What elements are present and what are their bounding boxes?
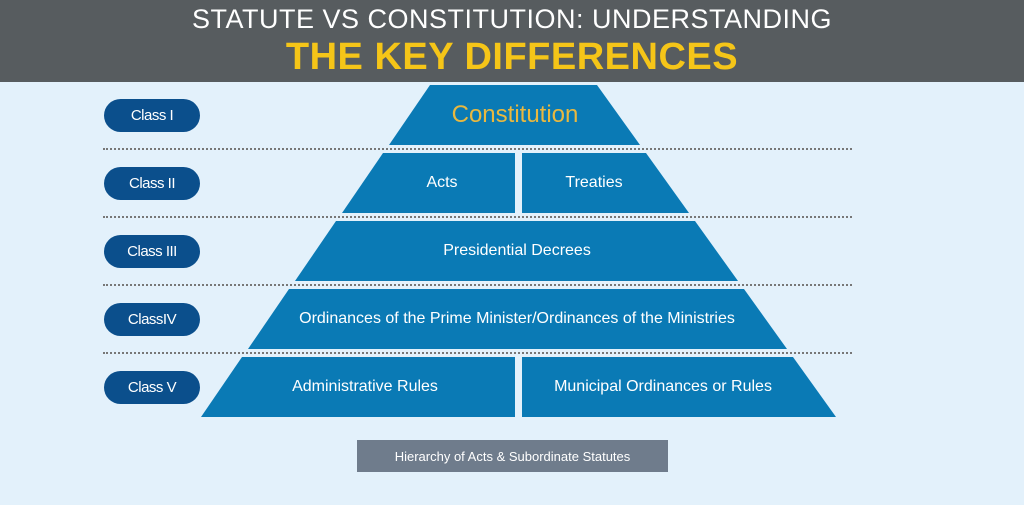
class-1-label: Class I bbox=[104, 99, 200, 132]
tier-administrative-rules bbox=[201, 357, 515, 417]
tier-constitution bbox=[389, 85, 640, 145]
tier-municipal bbox=[522, 357, 836, 417]
presidential-decrees-label: Presidential Decrees bbox=[443, 242, 591, 259]
constitution-label: Constitution bbox=[451, 101, 579, 128]
class-4-label: ClassIV bbox=[104, 303, 200, 336]
title-line-1: STATUTE VS CONSTITUTION: UNDERSTANDING bbox=[191, 4, 832, 34]
class-5-label: Class V bbox=[104, 371, 200, 404]
class-2-label: Class II bbox=[104, 167, 200, 200]
divider bbox=[103, 216, 852, 218]
tier-ordinances bbox=[248, 289, 787, 349]
administrative-rules-label: Administrative Rules bbox=[292, 378, 438, 395]
tier-treaties bbox=[522, 153, 689, 213]
diagram-caption: Hierarchy of Acts & Subordinate Statutes bbox=[357, 440, 668, 472]
divider bbox=[103, 148, 852, 150]
acts-label: Acts bbox=[426, 174, 458, 191]
title-overlay-band bbox=[0, 0, 1024, 82]
divider bbox=[103, 284, 852, 286]
treaties-label: Treaties bbox=[565, 174, 623, 191]
title-line-2: THE KEY DIFFERENCES bbox=[285, 36, 739, 78]
class-3-label: Class III bbox=[104, 235, 200, 268]
tier-presidential-decrees bbox=[295, 221, 738, 281]
municipal-label: Municipal Ordinances or Rules bbox=[554, 378, 772, 395]
ordinances-label: Ordinances of the Prime Minister/Ordinan… bbox=[299, 310, 735, 327]
tier-acts bbox=[342, 153, 515, 213]
divider bbox=[103, 352, 852, 354]
